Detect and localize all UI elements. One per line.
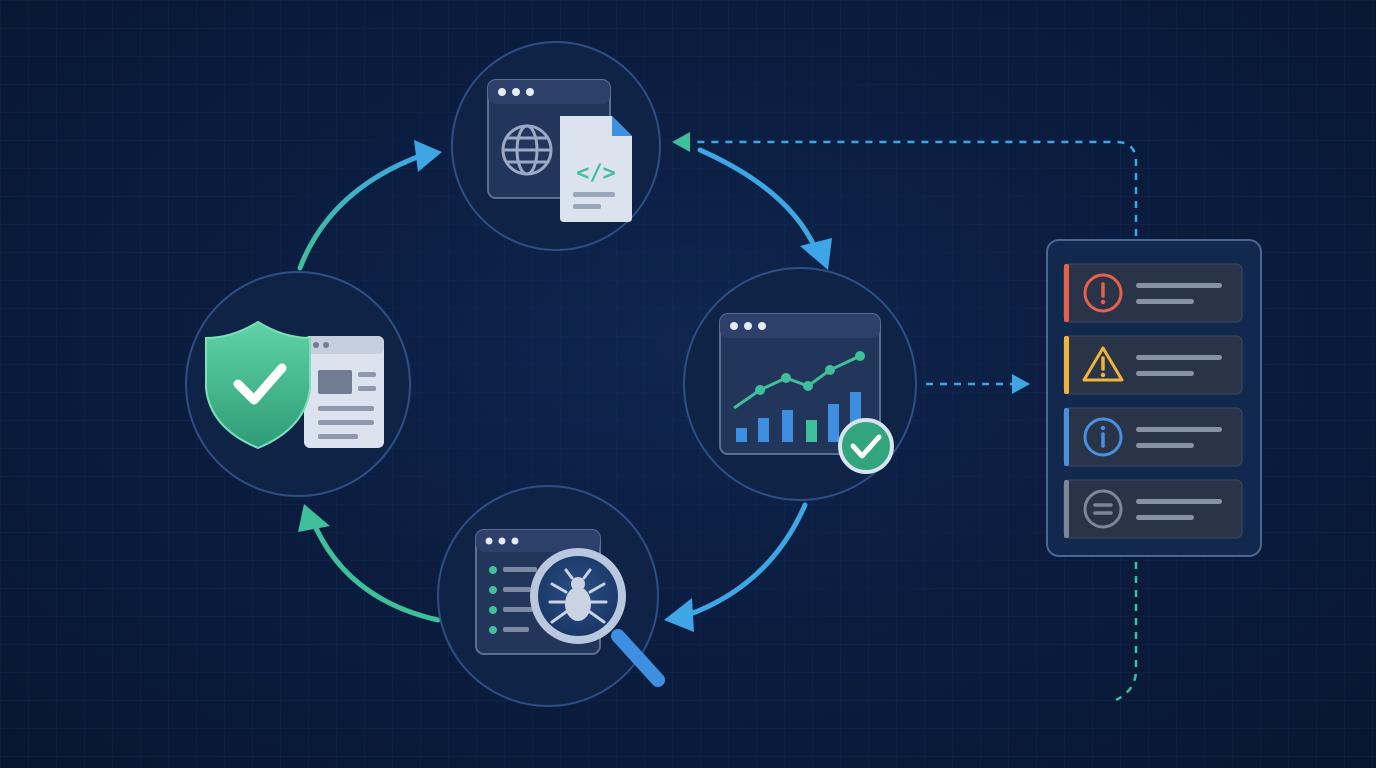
placeholder-text-lines — [1136, 355, 1222, 376]
bar-chart-graphic — [736, 392, 861, 442]
error-circle-icon — [1083, 273, 1123, 313]
edge-alerts-down — [1115, 562, 1138, 702]
edge-monitor-to-scan — [664, 502, 808, 632]
placeholder-text-lines — [1136, 283, 1222, 304]
code-glyph: </> — [576, 161, 616, 186]
node-secure — [185, 271, 411, 497]
alert-row-error[interactable] — [1063, 263, 1243, 323]
arrowhead — [800, 238, 832, 270]
shield-icon — [205, 320, 311, 450]
edge-monitor-to-alerts — [926, 374, 1030, 394]
arrowhead — [1012, 374, 1030, 394]
edge-code-to-monitor — [697, 147, 832, 270]
arrowhead — [298, 504, 330, 532]
edge-scan-to-secure — [298, 504, 441, 623]
edge-alerts-to-code — [672, 132, 1138, 236]
check-badge-icon — [838, 418, 894, 474]
trend-line-graphic — [733, 351, 865, 410]
placeholder-text-lines — [1136, 427, 1222, 448]
arrowhead — [664, 598, 694, 632]
placeholder-text-lines — [1136, 499, 1222, 520]
arrowhead — [672, 132, 690, 152]
alerts-panel — [1046, 239, 1262, 557]
node-code: </> — [451, 41, 661, 251]
alert-row-warning[interactable] — [1063, 335, 1243, 395]
shield-check-page-icon — [205, 320, 384, 450]
globe-icon — [501, 124, 553, 176]
list-lines-graphic — [489, 566, 537, 634]
alert-row-neutral[interactable] — [1063, 479, 1243, 539]
equals-circle-icon — [1083, 489, 1123, 529]
arrowhead — [414, 140, 442, 172]
analytics-chart-check-icon — [719, 313, 894, 474]
node-scan — [437, 485, 665, 707]
browser-code-document-icon: </> — [487, 79, 632, 222]
warning-triangle-icon — [1082, 346, 1124, 382]
alert-row-info[interactable] — [1063, 407, 1243, 467]
bug-scan-magnifier-icon — [475, 529, 665, 687]
bug-icon — [548, 568, 608, 624]
edge-secure-to-code — [297, 140, 442, 271]
info-circle-icon — [1083, 417, 1123, 457]
node-monitor — [683, 267, 917, 501]
